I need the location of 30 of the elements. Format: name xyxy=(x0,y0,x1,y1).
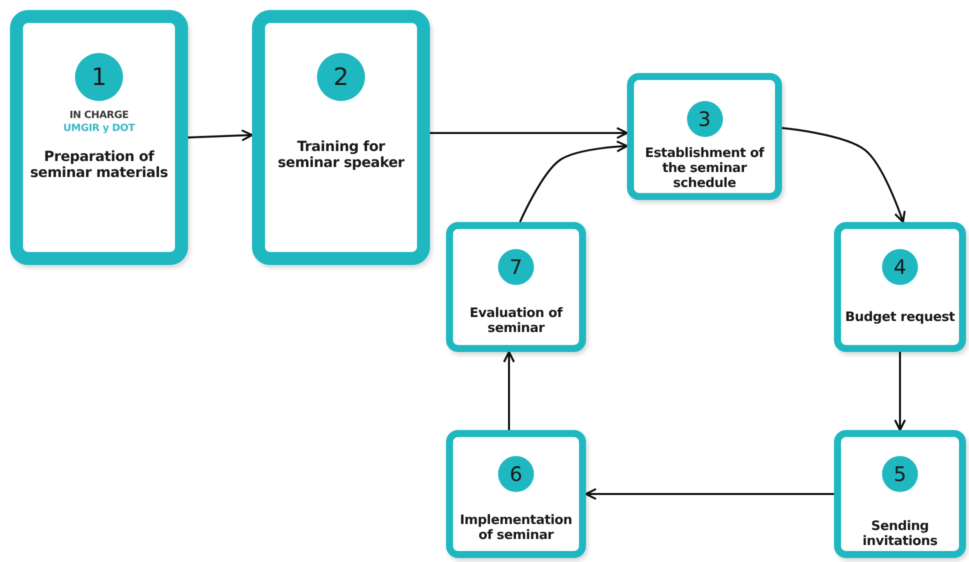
step-title: Training for seminar speaker xyxy=(276,139,406,172)
step-card xyxy=(627,73,782,200)
arrow xyxy=(519,140,628,222)
step-number: 5 xyxy=(882,456,918,492)
arrow xyxy=(585,488,834,500)
step-title: Evaluation of seminar xyxy=(468,307,564,337)
step-title: Establishment of the seminar schedule xyxy=(644,147,766,192)
step-number: 7 xyxy=(498,249,534,285)
step-number: 2 xyxy=(317,53,365,101)
step-number: 4 xyxy=(882,249,918,285)
step-card xyxy=(10,10,188,265)
step-card xyxy=(834,222,966,352)
role-label: IN CHARGE xyxy=(69,109,129,122)
arrow xyxy=(503,351,515,430)
step-number: 1 xyxy=(75,53,123,101)
step-card xyxy=(252,10,430,265)
arrow xyxy=(894,352,906,431)
step-title: Sending invitations xyxy=(862,520,938,550)
step-title: Budget request xyxy=(844,311,956,326)
arrow xyxy=(782,127,906,223)
step-card xyxy=(834,430,966,558)
arrow xyxy=(188,129,253,142)
step-title: Implementation of seminar xyxy=(458,514,574,544)
step-card xyxy=(446,430,586,558)
arrow xyxy=(430,127,628,139)
team-label: UMGIR y DOT xyxy=(63,122,135,135)
step-number: 6 xyxy=(498,456,534,492)
step-number: 3 xyxy=(686,101,722,137)
step-card xyxy=(446,222,586,352)
step-title: Preparation of seminar materials xyxy=(29,149,169,182)
